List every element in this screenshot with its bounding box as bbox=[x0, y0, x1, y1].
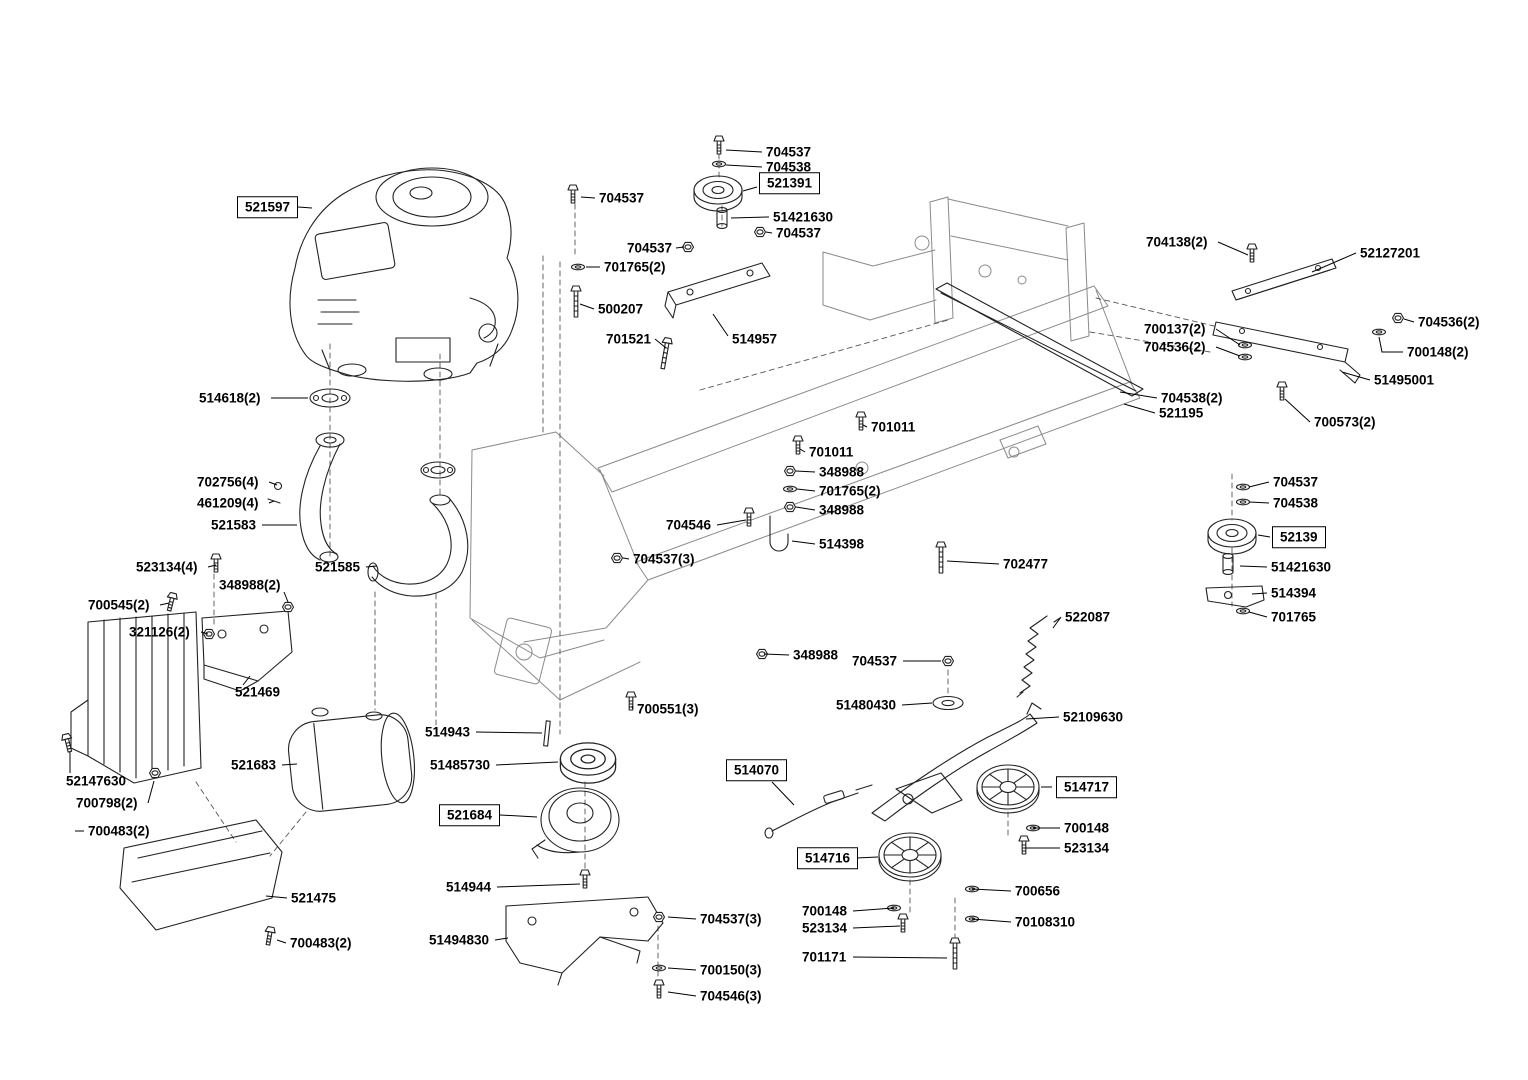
leader-line bbox=[725, 149, 763, 153]
engine-drawing bbox=[289, 167, 519, 382]
clutch-cable-drawing bbox=[764, 784, 873, 839]
leader-lines bbox=[69, 149, 1415, 997]
leader-line bbox=[499, 814, 538, 818]
leader-line bbox=[495, 761, 559, 766]
leader-line bbox=[494, 937, 509, 941]
leader-line bbox=[852, 925, 901, 929]
deflector-drawing bbox=[119, 819, 283, 931]
heat-shield-drawing bbox=[70, 611, 202, 784]
leader-line bbox=[725, 164, 763, 168]
leader-line bbox=[200, 631, 209, 635]
hardware-icons bbox=[60, 135, 1405, 999]
leader-line bbox=[771, 781, 795, 806]
leader-line bbox=[276, 939, 287, 944]
leader-line bbox=[1217, 241, 1249, 256]
exhaust-pipes-drawing bbox=[299, 388, 469, 597]
idler-pulley-flat-drawing bbox=[878, 832, 942, 882]
leader-line bbox=[730, 216, 770, 219]
idler-arm-drawing bbox=[871, 702, 1042, 822]
leader-line bbox=[971, 888, 1012, 892]
leader-line bbox=[580, 196, 596, 199]
leader-line bbox=[242, 675, 251, 686]
leader-line bbox=[852, 907, 895, 912]
leader-line bbox=[631, 705, 634, 710]
leader-line bbox=[1239, 565, 1268, 568]
leader-line bbox=[147, 780, 155, 804]
leader-line bbox=[742, 186, 758, 192]
idler-pulley-right-drawing bbox=[1205, 518, 1265, 608]
leader-line bbox=[971, 918, 1012, 923]
leader-line bbox=[268, 500, 275, 504]
idler-pulley-v-drawing bbox=[976, 764, 1040, 814]
leader-line bbox=[1215, 328, 1241, 346]
leader-line bbox=[795, 470, 816, 473]
leader-line bbox=[268, 481, 278, 486]
leader-line bbox=[795, 506, 816, 511]
leader-line bbox=[265, 895, 288, 899]
leader-line bbox=[1052, 616, 1062, 629]
leader-line bbox=[716, 519, 747, 526]
leader-line bbox=[283, 591, 289, 603]
leader-line bbox=[297, 206, 313, 209]
idler-pulley-top-drawing bbox=[693, 175, 743, 229]
leader-line bbox=[946, 560, 1000, 565]
leader-line bbox=[1215, 346, 1241, 357]
leader-line bbox=[791, 540, 816, 545]
support-bar-drawing bbox=[935, 282, 1144, 397]
leader-line bbox=[1403, 318, 1415, 323]
leader-line bbox=[901, 702, 933, 706]
leader-line bbox=[1257, 534, 1271, 538]
frame-drawing bbox=[469, 196, 1141, 701]
leader-line bbox=[207, 564, 217, 568]
leader-line bbox=[667, 991, 697, 997]
leader-line bbox=[1119, 391, 1158, 399]
leader-line bbox=[159, 602, 170, 606]
leader-line bbox=[862, 424, 868, 428]
leader-line bbox=[675, 246, 685, 249]
clutch-bracket-drawing bbox=[505, 896, 664, 986]
leader-line bbox=[1251, 592, 1268, 595]
leader-line bbox=[1248, 481, 1270, 488]
leader-line bbox=[1311, 252, 1357, 273]
leader-line bbox=[765, 231, 773, 234]
clutch-drawing bbox=[531, 720, 620, 859]
leader-line bbox=[667, 916, 697, 920]
leader-line bbox=[281, 763, 298, 766]
engine-bracket-drawing bbox=[201, 610, 293, 692]
leader-line bbox=[1378, 336, 1403, 353]
leader-line bbox=[667, 967, 697, 971]
leader-line bbox=[1025, 716, 1060, 720]
leader-line bbox=[365, 565, 378, 568]
leader-line bbox=[855, 856, 879, 859]
leader-line bbox=[1123, 403, 1156, 414]
leader-line bbox=[1341, 371, 1371, 381]
spring-drawing bbox=[1016, 615, 1061, 698]
leader-line bbox=[496, 883, 581, 888]
leader-line bbox=[852, 956, 948, 959]
leader-line bbox=[796, 488, 816, 492]
large-washer-drawing bbox=[932, 695, 964, 711]
leader-line bbox=[763, 653, 790, 656]
leader-line bbox=[1248, 611, 1268, 618]
muffler-drawing bbox=[287, 707, 415, 812]
idler-bracket-drawing bbox=[664, 262, 771, 319]
leader-line bbox=[654, 338, 667, 349]
leader-line bbox=[579, 303, 595, 310]
leader-line bbox=[1284, 398, 1311, 423]
support-bracket2-drawing bbox=[1212, 321, 1361, 384]
leader-line bbox=[622, 557, 630, 560]
support-bracket-drawing bbox=[1231, 258, 1337, 301]
leader-line bbox=[1248, 501, 1270, 504]
leader-line bbox=[712, 313, 729, 337]
leader-line bbox=[475, 731, 543, 734]
leader-line bbox=[799, 448, 806, 453]
